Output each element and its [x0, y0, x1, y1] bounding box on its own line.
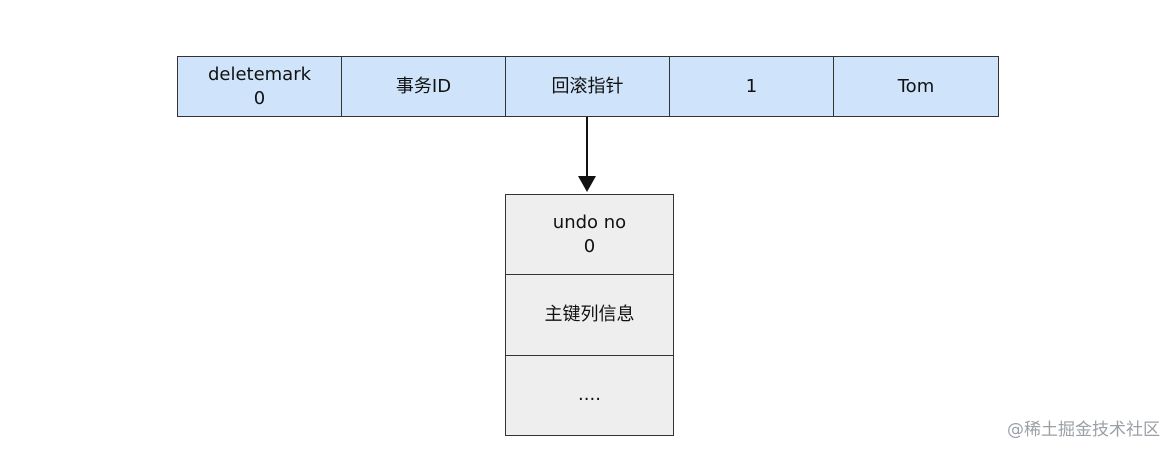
field-deletemark: deletemark 0 — [178, 57, 342, 116]
field-value-tom: Tom — [897, 75, 935, 97]
field-transaction-id: 事务ID — [342, 57, 506, 116]
watermark-text: @稀土掘金技术社区 — [1007, 420, 1160, 440]
field-value-1: 1 — [670, 57, 834, 116]
undo-log-stack: undo no 0 主键列信息 .... — [505, 194, 674, 436]
field-rollback-pointer: 回滚指针 — [506, 57, 670, 116]
ellipsis-block: .... — [578, 384, 601, 406]
arrow-head — [578, 176, 596, 192]
undo-no-block: undo no 0 — [506, 195, 673, 276]
record-row: deletemark 0 事务ID 回滚指针 1 Tom — [177, 56, 999, 117]
primary-key-info-block: 主键列信息 — [506, 275, 673, 356]
